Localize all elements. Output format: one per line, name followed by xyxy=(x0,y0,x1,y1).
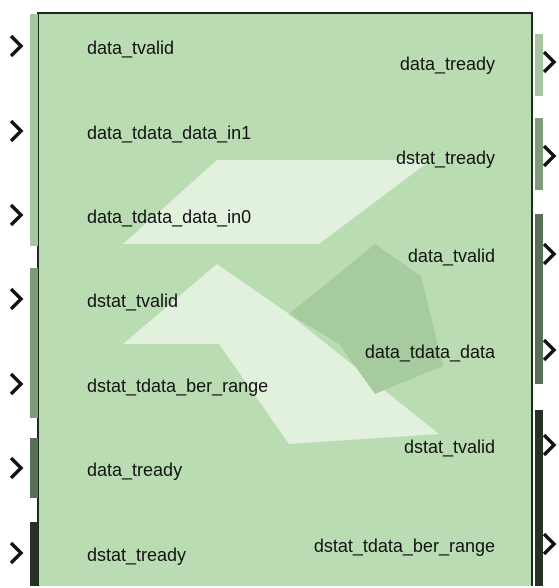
input-port-label: data_tvalid xyxy=(87,38,175,58)
input-port-arrow-icon xyxy=(9,119,24,143)
system-block[interactable]: data_tvalid data_tdata_data_in1 data_tdata… xyxy=(37,12,533,586)
input-port-label: dstat_tready xyxy=(87,545,187,565)
output-port-arrow-icon xyxy=(542,338,557,362)
input-port-arrow-icon xyxy=(9,203,24,227)
output-port-stripe xyxy=(535,34,543,96)
output-port-stripe xyxy=(535,410,543,586)
input-port-stripe xyxy=(30,268,38,418)
output-port-stripe xyxy=(535,214,543,384)
input-port-stripe xyxy=(30,438,38,498)
output-port-arrow-icon xyxy=(542,242,557,266)
input-port-label: data_tdata_data_in0 xyxy=(87,207,252,227)
input-port-label: dstat_tdata_ber_range xyxy=(87,376,269,396)
xilinx-logo-icon xyxy=(123,160,443,444)
input-port-arrow-icon xyxy=(9,287,24,311)
input-port-arrow-icon xyxy=(9,372,24,396)
output-port-label: dstat_tdata_ber_range xyxy=(313,536,495,556)
output-port-arrow-icon xyxy=(542,532,557,556)
input-port-label: data_tdata_data_in1 xyxy=(87,123,252,143)
input-port-arrow-icon xyxy=(9,456,24,480)
input-port-stripe xyxy=(30,14,38,246)
output-port-label: data_tvalid xyxy=(407,246,495,266)
input-port-stripe xyxy=(30,522,38,586)
input-port-label: dstat_tvalid xyxy=(87,291,179,311)
output-port-arrow-icon xyxy=(542,50,557,74)
output-port-label: dstat_tready xyxy=(395,148,495,168)
output-port-arrow-icon xyxy=(542,433,557,457)
input-port-arrow-icon xyxy=(9,34,24,58)
input-port-label: data_tready xyxy=(87,460,183,480)
logo-light-shape xyxy=(123,160,439,444)
output-port-arrow-icon xyxy=(542,144,557,168)
output-port-label: data_tready xyxy=(399,54,495,74)
output-port-label: dstat_tvalid xyxy=(403,437,495,457)
output-port-stripe xyxy=(535,118,543,190)
logo-dark-shape xyxy=(289,244,443,394)
output-port-label: data_tdata_data xyxy=(364,342,495,362)
input-port-arrow-icon xyxy=(9,541,24,565)
